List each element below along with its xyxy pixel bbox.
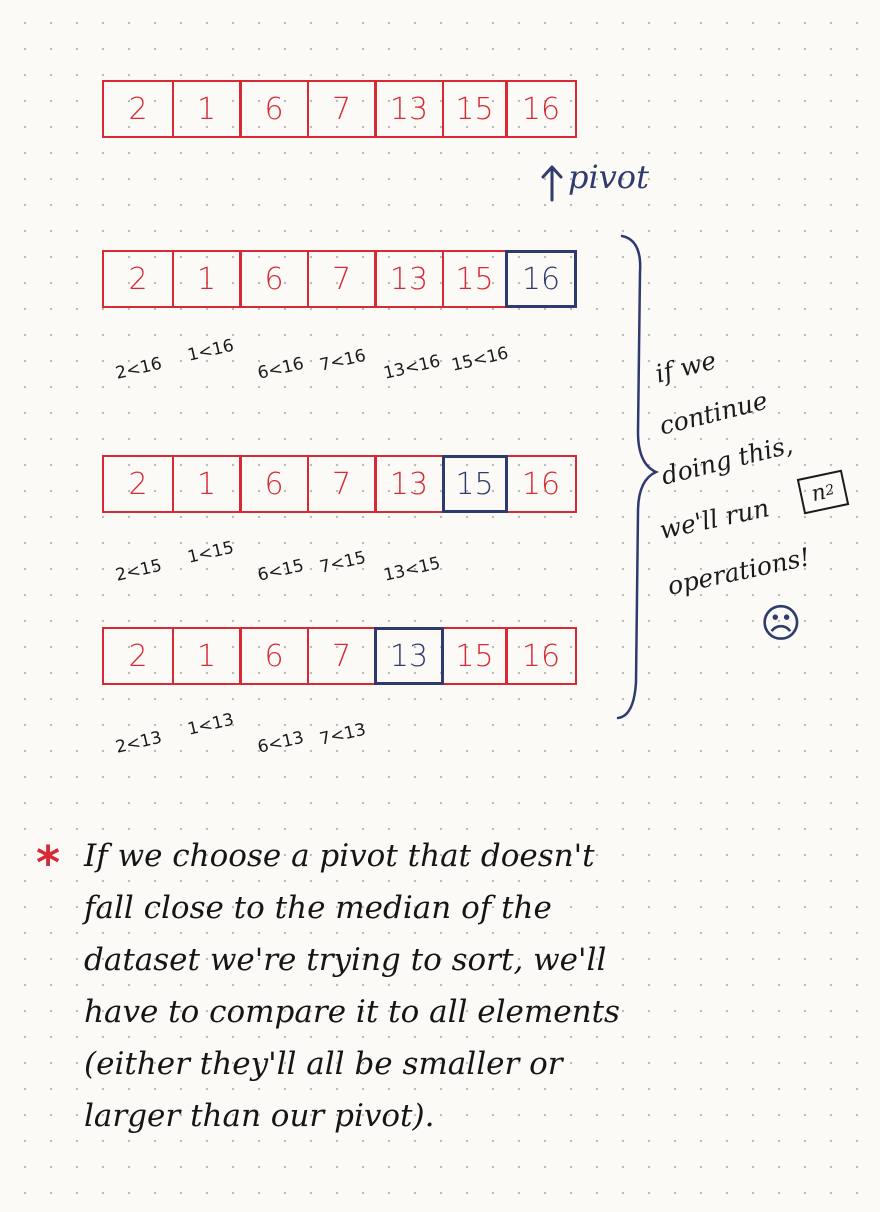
array-cell: 1 <box>171 455 242 513</box>
pivot-label: pivot <box>568 158 649 196</box>
bottom-note-line-2: fall close to the median of the <box>84 890 552 926</box>
comparison-label: 2<16 <box>113 353 164 384</box>
array-cell: 2 <box>102 627 174 685</box>
array-cell: 1 <box>171 80 242 138</box>
array-cell: 2 <box>102 80 174 138</box>
comparison-label: 6<13 <box>255 727 306 758</box>
comparisons-row-4: 2<13 1<13 6<13 7<13 <box>0 709 880 772</box>
array-cell: 16 <box>505 627 577 685</box>
comparison-label: 2<15 <box>113 555 164 586</box>
comparison-label: 13<15 <box>381 553 443 586</box>
asterisk-icon: * <box>36 836 61 890</box>
array-cell: 7 <box>306 80 377 138</box>
array-cell: 6 <box>239 80 309 138</box>
array-cell: 7 <box>306 250 377 308</box>
comparison-label: 6<15 <box>255 555 306 586</box>
array-cell: 13 <box>374 250 444 308</box>
array-cell-pivot: 15 <box>441 455 508 513</box>
array-cell: 16 <box>505 455 577 513</box>
comparison-label: 6<16 <box>255 353 306 384</box>
n-squared-exponent: 2 <box>823 481 836 500</box>
array-cell: 7 <box>306 455 377 513</box>
comparison-label: 7<13 <box>317 719 368 750</box>
array-cell: 15 <box>441 80 508 138</box>
comparison-label: 13<16 <box>381 351 443 384</box>
array-cell: 6 <box>239 250 309 308</box>
array-cell: 15 <box>441 627 508 685</box>
comparison-label: 1<15 <box>185 537 236 568</box>
array-cell: 13 <box>374 80 444 138</box>
comparison-label: 7<16 <box>317 345 368 376</box>
bottom-note-line-1: If we choose a pivot that doesn't <box>84 838 595 874</box>
bottom-note-line-4: have to compare it to all elements <box>84 994 620 1030</box>
array-cell: 2 <box>102 455 174 513</box>
sad-face-icon: ☹ <box>760 601 802 647</box>
side-note-line-4: we'll run <box>656 493 772 545</box>
array-cell: 15 <box>441 250 508 308</box>
comparison-label: 2<13 <box>113 727 164 758</box>
array-cell: 1 <box>171 250 242 308</box>
bottom-note-line-6: larger than our pivot). <box>84 1098 435 1134</box>
array-cell-pivot: 16 <box>505 250 577 308</box>
array-cell: 1 <box>171 627 242 685</box>
comparison-label: 7<15 <box>317 547 368 578</box>
array-cell: 13 <box>374 455 444 513</box>
pivot-arrow-icon <box>541 165 563 202</box>
curly-brace-icon <box>616 234 660 720</box>
array-cell: 6 <box>239 627 309 685</box>
side-note-line-3: doing this, <box>658 430 796 491</box>
comparison-label: 1<13 <box>185 709 236 740</box>
bottom-note-line-5: (either they'll all be smaller or <box>84 1046 563 1082</box>
array-cell-pivot: 13 <box>374 627 444 685</box>
comparison-label: 1<16 <box>185 335 236 366</box>
array-cell: 16 <box>505 80 577 138</box>
array-cell: 2 <box>102 250 174 308</box>
bottom-note-line-3: dataset we're trying to sort, we'll <box>84 942 607 978</box>
array-cell: 6 <box>239 455 309 513</box>
comparison-label: 15<16 <box>449 343 511 376</box>
array-cell: 7 <box>306 627 377 685</box>
